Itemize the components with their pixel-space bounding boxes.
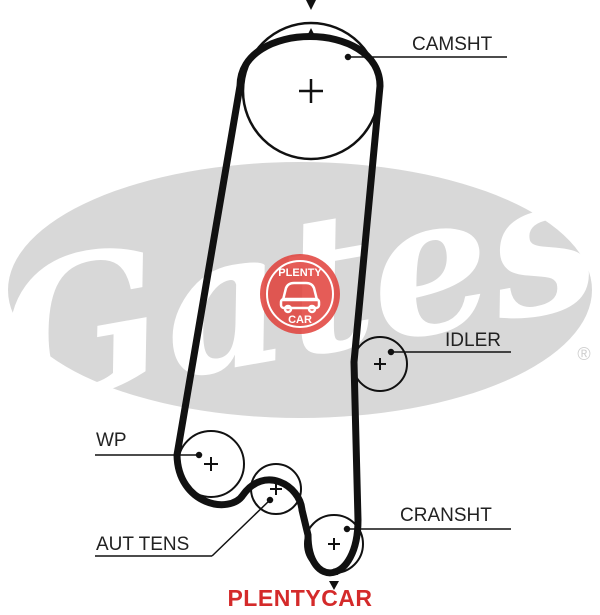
crankshaft-timing-pointer-icon [329, 581, 339, 590]
idler-label: IDLER [445, 330, 501, 351]
badge-top-text: PLENTY [278, 267, 322, 279]
water-pump-center-icon [204, 457, 218, 471]
badge-bottom-text: CAR [288, 314, 312, 326]
camshaft-timing-pointer-icon [307, 28, 315, 36]
badge-circle [260, 254, 340, 334]
auto-tensioner-pulley [250, 463, 302, 515]
camshaft-label: CAMSHT [412, 34, 493, 55]
badge-inner-ring [266, 260, 334, 328]
crankshaft-center-icon [328, 538, 340, 550]
registered-mark: ® [577, 344, 590, 364]
idler-pulley [352, 336, 408, 392]
camshaft-pulley [241, 21, 381, 161]
car-icon [279, 281, 321, 314]
camshaft-timing-mark-icon [306, 0, 316, 10]
leader-lines [95, 53, 511, 557]
plentycar-badge: PLENTY CAR [260, 254, 340, 334]
auto-tensioner-center-icon [270, 483, 282, 495]
crankshaft-label: CRANSHT [400, 505, 492, 526]
camshaft-center-icon [299, 79, 323, 103]
auto-tensioner-pulley-circle [250, 463, 302, 515]
water-pump-pulley-circle [177, 430, 245, 498]
idler-center-icon [374, 358, 386, 370]
auto-tensioner-label: AUT TENS [96, 534, 189, 555]
water-pump-pulley [177, 430, 245, 498]
timing-belt [173, 33, 384, 577]
camshaft-pulley-circle [241, 21, 381, 161]
water-pump-label: WP [96, 430, 127, 451]
idler-pulley-circle [352, 336, 408, 392]
crankshaft-timing-mark-icon [330, 568, 338, 575]
plentycar-footer-watermark: PLENTYCAR [227, 585, 373, 611]
